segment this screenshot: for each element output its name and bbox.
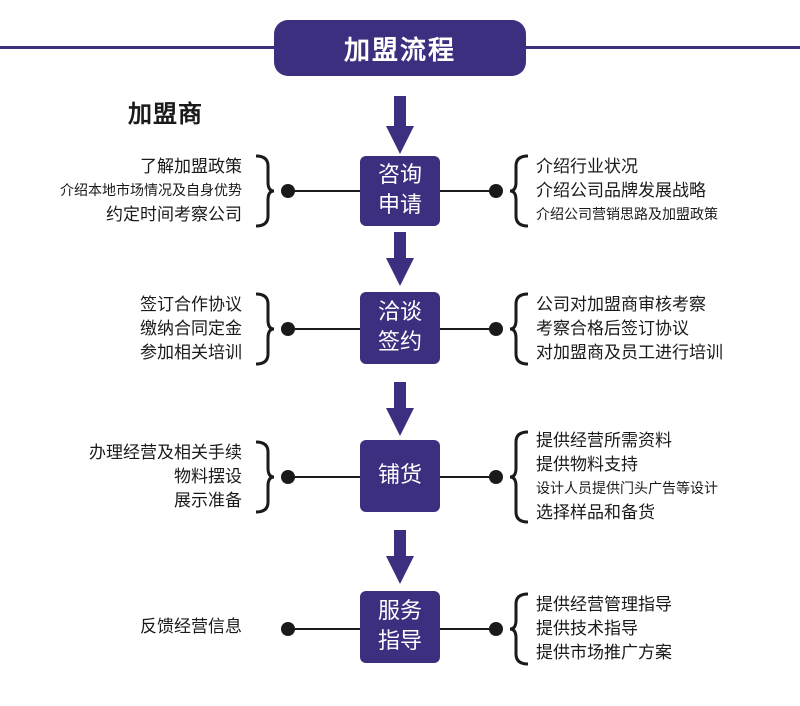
list-item: 了解加盟政策 [140,157,242,177]
left-brace-icon [255,440,275,514]
step-2-franchisee-actions: 签订合作协议 缴纳合同定金 参加相关培训 [140,293,242,365]
connector-dot [489,470,503,484]
step-box-service-guidance: 服务 指导 [360,591,440,663]
connector-dot [281,470,295,484]
step-2-company-actions: 公司对加盟商审核考察 考察合格后签订协议 对加盟商及员工进行培训 [536,293,723,365]
list-item: 反馈经营信息 [140,617,242,637]
list-item: 展示准备 [174,491,242,511]
list-item: 签订合作协议 [140,295,242,315]
connector-line [288,476,360,478]
list-item: 约定时间考察公司 [106,205,242,225]
page-title: 加盟流程 [274,20,526,76]
list-item: 考察合格后签订协议 [536,319,689,339]
list-item: 对加盟商及员工进行培训 [536,343,723,363]
down-arrow-icon [386,530,414,584]
list-item: 公司对加盟商审核考察 [536,295,706,315]
list-item: 提供经营管理指导 [536,595,672,615]
down-arrow-icon [386,232,414,286]
list-item: 介绍公司营销思路及加盟政策 [536,207,718,223]
list-item: 介绍本地市场情况及自身优势 [60,183,242,199]
connector-line [440,628,496,630]
title-rule-left [0,46,276,49]
franchisee-label: 加盟商 [128,100,203,128]
connector-dot [489,622,503,636]
list-item: 选择样品和备货 [536,503,655,523]
title-rule-right [524,46,800,49]
connector-line [440,190,496,192]
step-1-franchisee-actions: 了解加盟政策 介绍本地市场情况及自身优势 约定时间考察公司 [60,155,242,227]
left-brace-icon [255,154,275,228]
connector-line [288,190,360,192]
list-item: 办理经营及相关手续 [89,443,242,463]
step-4-franchisee-actions: 反馈经营信息 [140,615,242,639]
left-brace-icon [255,292,275,366]
step-box-negotiate-sign: 洽谈 签约 [360,292,440,364]
step-4-company-actions: 提供经营管理指导 提供技术指导 提供市场推广方案 [536,593,672,665]
step-3-company-actions: 提供经营所需资料 提供物料支持 设计人员提供门头广告等设计 选择样品和备货 [536,429,718,525]
list-item: 介绍公司品牌发展战略 [536,181,706,201]
list-item: 提供市场推广方案 [536,643,672,663]
connector-line [440,476,496,478]
connector-dot [281,184,295,198]
step-3-franchisee-actions: 办理经营及相关手续 物料摆设 展示准备 [89,441,242,513]
right-brace-icon [509,292,529,366]
connector-line [288,628,360,630]
connector-dot [489,184,503,198]
right-brace-icon [509,430,529,524]
list-item: 物料摆设 [174,467,242,487]
right-brace-icon [509,592,529,666]
connector-line [440,328,496,330]
list-item: 提供技术指导 [536,619,638,639]
list-item: 介绍行业状况 [536,157,638,177]
connector-dot [281,322,295,336]
list-item: 参加相关培训 [140,343,242,363]
list-item: 设计人员提供门头广告等设计 [536,481,718,497]
list-item: 提供经营所需资料 [536,431,672,451]
step-box-stock-delivery: 铺货 [360,440,440,512]
list-item: 提供物料支持 [536,455,638,475]
connector-dot [489,322,503,336]
connector-line [288,328,360,330]
down-arrow-icon [386,96,414,154]
list-item: 缴纳合同定金 [140,319,242,339]
connector-dot [281,622,295,636]
down-arrow-icon [386,382,414,436]
step-box-consult-apply: 咨询 申请 [360,156,440,226]
right-brace-icon [509,154,529,228]
step-1-company-actions: 介绍行业状况 介绍公司品牌发展战略 介绍公司营销思路及加盟政策 [536,155,718,227]
